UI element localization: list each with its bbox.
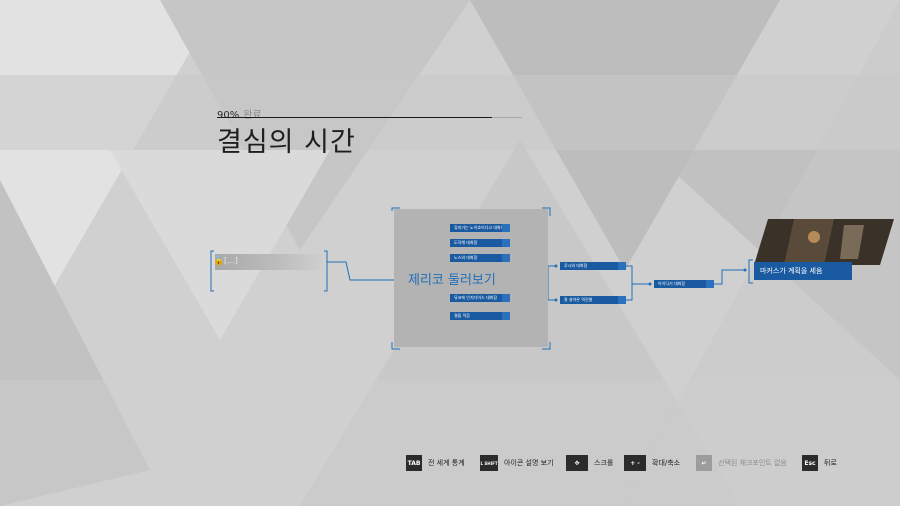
merge-node[interactable]: 아이딕기 대화함 (654, 280, 714, 288)
footer-label: 아이콘 설명 보기 (504, 459, 554, 467)
footer-label: 확대/축소 (652, 459, 681, 467)
tab-key-icon: TAB (406, 455, 422, 471)
lock-icon: 🔒 (213, 256, 225, 266)
sub-node-3[interactable]: 노스와 대화함 (450, 254, 510, 262)
lshift-key-icon: L SHIFT (480, 455, 498, 471)
enter-key-icon: ↵ (696, 455, 712, 471)
progress-bar (217, 117, 522, 118)
footer-icon-legend[interactable]: L SHIFT 아이콘 설명 보기 (480, 453, 554, 473)
branch-node-1[interactable]: 루시와 대화함 (560, 262, 626, 270)
sub-node-1[interactable]: 휴미가는 노이호이다고 대화하 (450, 224, 510, 232)
final-story-node[interactable]: 마커스가 계획을 세움 (754, 262, 852, 280)
esc-key-icon: Esc (802, 455, 818, 471)
footer-zoom[interactable]: + - 확대/축소 (624, 453, 680, 473)
progress-sub-label: 완료 (243, 110, 262, 121)
completion-progress: 90%완료 (217, 106, 262, 121)
footer-global-stats[interactable]: TAB 전 세계 통계 (406, 453, 465, 473)
explore-node-panel[interactable] (394, 209, 548, 347)
footer-label: 뒤로 (824, 459, 837, 467)
footer-back[interactable]: Esc 뒤로 (802, 453, 837, 473)
footer-checkpoint: ↵ 선택된 체크포인트 없음 (696, 453, 787, 473)
locked-node-label: [...] (224, 256, 238, 265)
sub-node-4[interactable]: 뮤코에 인지다이스 대화함 (450, 294, 510, 302)
progress-percent: 90% (217, 110, 240, 121)
chapter-title: 결심의 시간 (217, 127, 356, 158)
progress-bar-fill (217, 117, 492, 118)
explore-node-label: 제리코 둘러보기 (408, 273, 496, 288)
zoom-keys-icon: + - (624, 455, 646, 471)
footer-label: 스크롤 (594, 459, 614, 467)
footer-label: 전 세계 통계 (428, 459, 465, 467)
scroll-arrows-icon: ✥ (566, 455, 588, 471)
sub-node-2[interactable]: 도작해 대화함 (450, 239, 510, 247)
footer-label: 선택된 체크포인트 없음 (718, 459, 787, 467)
final-node-thumbnail (754, 219, 894, 265)
branch-node-2[interactable]: 잘 살아온 역진쌀 (560, 296, 626, 304)
locked-story-node[interactable]: 🔒 [...] (213, 254, 323, 270)
footer-scroll[interactable]: ✥ 스크롤 (566, 453, 613, 473)
sub-node-5[interactable]: 결을 적음 (450, 312, 510, 320)
